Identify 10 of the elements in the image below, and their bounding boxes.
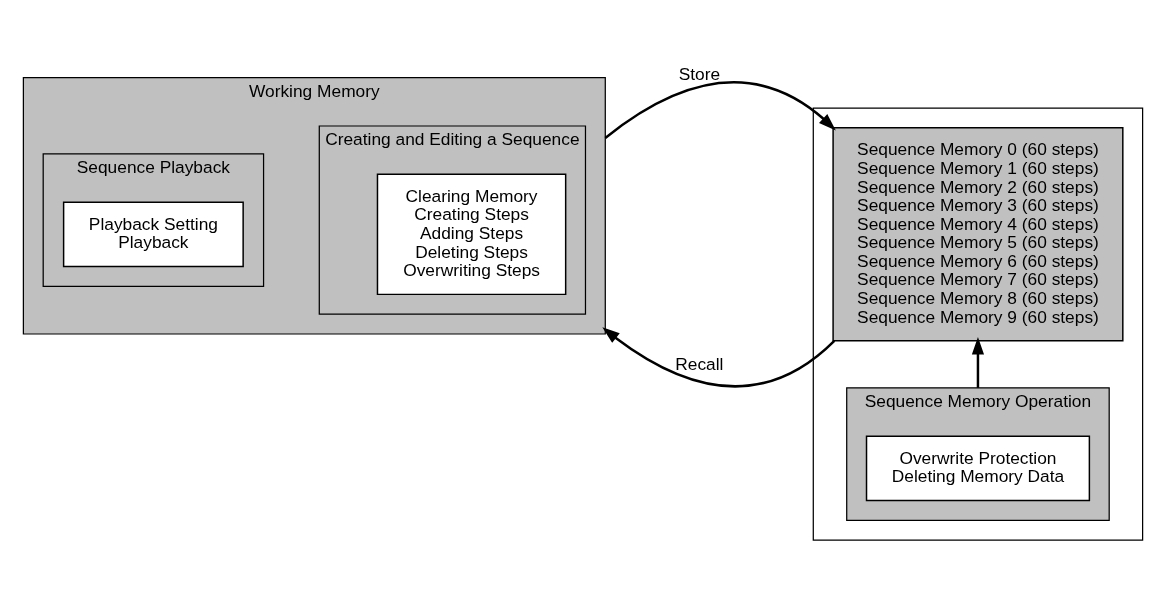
node-box: Sequence Memory 0 (60 steps) Sequence Memory 1 (60 steps) Sequence Memory 2 (60 steps) Sequence Memory 3 (60 steps) Sequence Memory 4 (60 steps) Sequence Memory 5 (60 steps) Sequence Memory 6 (60 steps) Sequence Memory 7 (60 steps) Sequence Memory 8 (60 steps) Sequence Memory 9 (60 steps) (832, 126, 1124, 342)
node-box: Playback Setting Playback (62, 200, 244, 267)
arrow (971, 336, 985, 388)
arrow (604, 80, 836, 139)
edge-label: Store (678, 63, 721, 84)
cluster (812, 106, 1144, 541)
node-box: Clearing Memory Creating Steps Adding Steps Deleting Steps Overwriting Steps (376, 173, 567, 295)
arrow (602, 326, 836, 387)
edge-label: Recall (675, 353, 724, 374)
node-box: Overwrite Protection Deleting Memory Data (865, 434, 1091, 501)
